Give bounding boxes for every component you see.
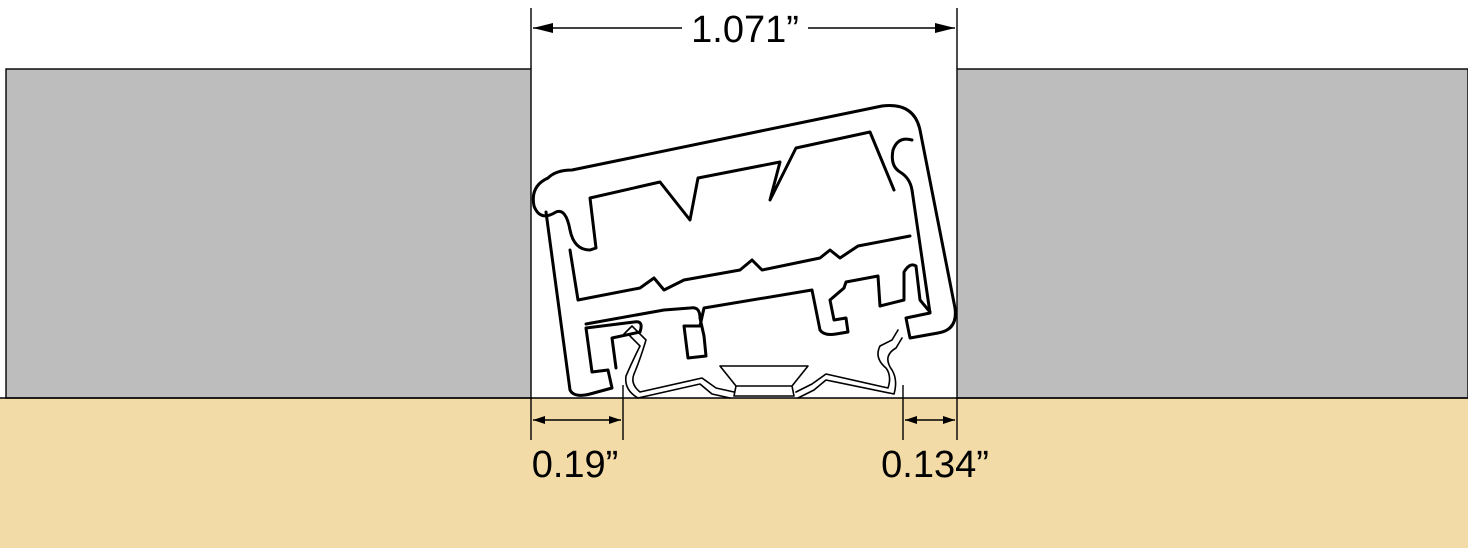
joint-left-spring-clip [623, 325, 735, 399]
joint-body-outline [544, 210, 643, 397]
floor-substrate [0, 398, 1468, 548]
top-width-label: 1.071” [691, 9, 799, 51]
joint-body-center-web [584, 263, 932, 360]
right-gap-label: 0.134” [881, 444, 989, 486]
joint-cover-left-bead [531, 130, 896, 252]
left-wall-panel [5, 68, 532, 399]
joint-right-spring-clip [795, 329, 903, 399]
left-gap-label: 0.19” [532, 444, 619, 486]
joint-center-foot [719, 365, 809, 397]
right-wall-panel [956, 68, 1468, 399]
joint-cover-outline [546, 104, 957, 340]
joint-profile [531, 104, 957, 399]
joint-body-lower-web [568, 234, 912, 302]
